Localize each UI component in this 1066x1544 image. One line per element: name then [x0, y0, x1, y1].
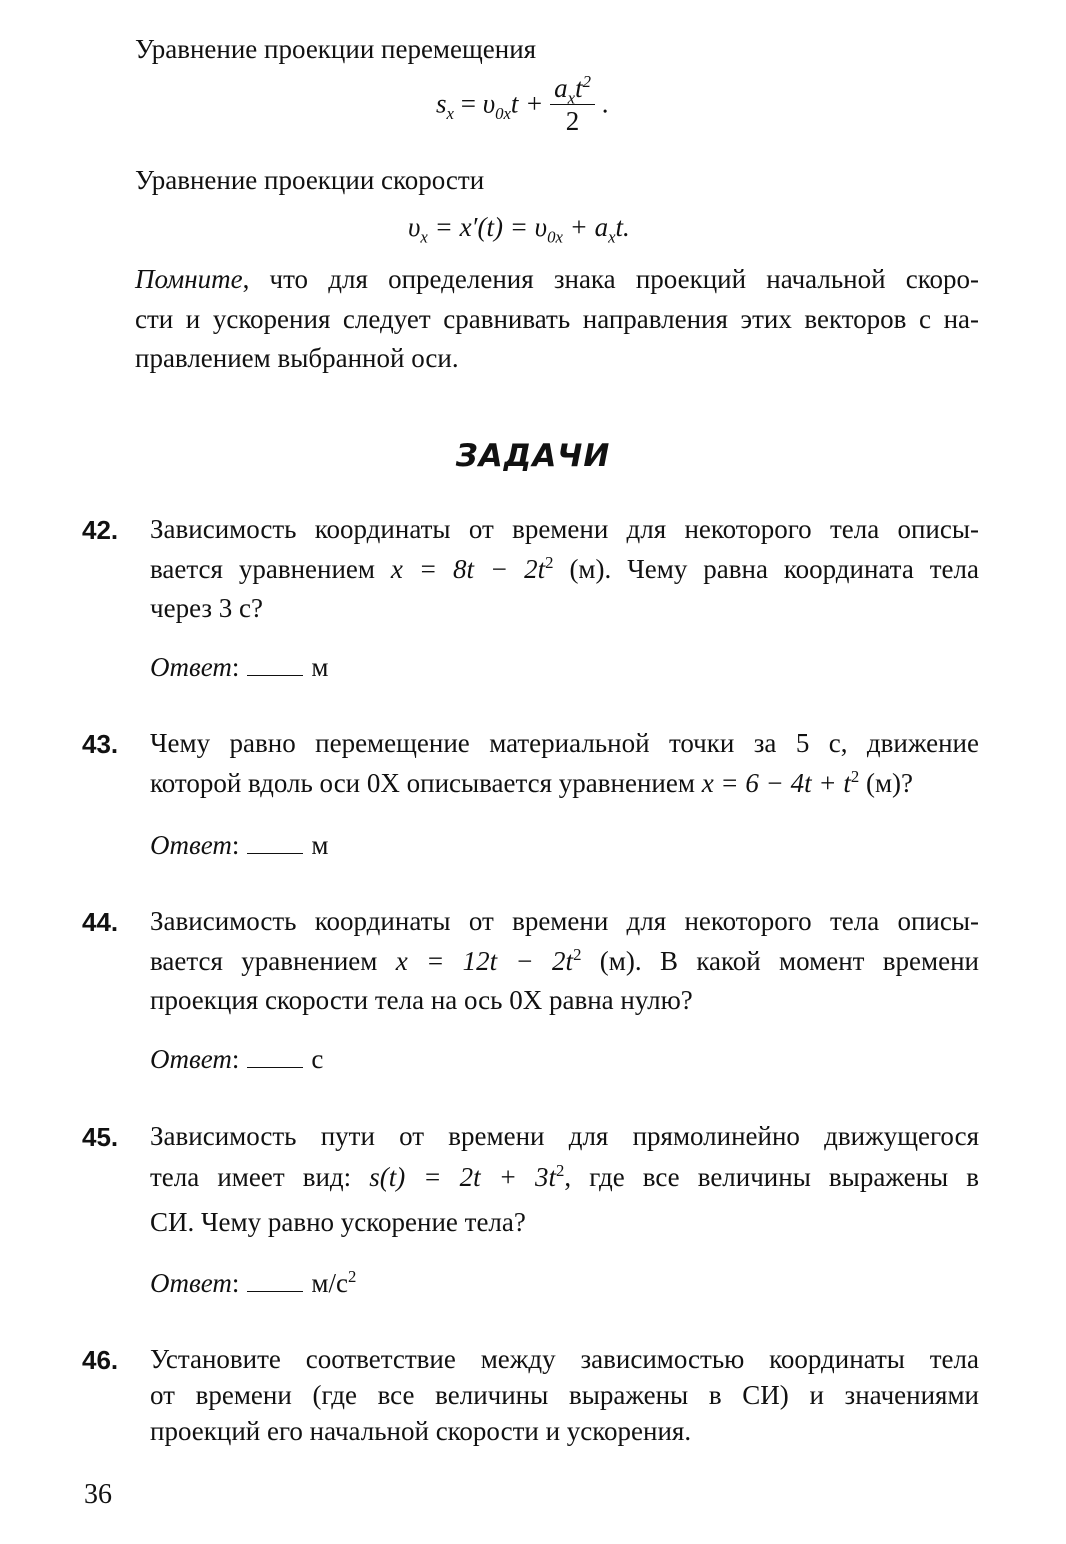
problem-number: 42.	[82, 515, 119, 545]
answer-42: Ответ:м	[150, 652, 329, 682]
problem-46-line-1: Установите соответствие между зависимост…	[150, 1344, 979, 1374]
remember-line-2: сти и ускорения следует сравнивать напра…	[135, 304, 979, 334]
problem-43-line-2: которой вдоль оси 0X описывается уравнен…	[150, 767, 914, 798]
remember-line-3: правлением выбранной оси.	[135, 343, 459, 373]
problem-44-line-1: Зависимость координаты от времени для не…	[150, 906, 979, 936]
problem-number: 44.	[82, 907, 119, 937]
formula-velocity: υx = x′(t) = υ0x + axt.	[408, 212, 630, 247]
remember-line-1: Помните, что для определения знака проек…	[135, 264, 979, 294]
problem-number: 46.	[82, 1345, 119, 1375]
problem-42-line-1: Зависимость координаты от времени для не…	[150, 514, 979, 544]
problem-number: 45.	[82, 1122, 119, 1152]
answer-blank[interactable]	[247, 1269, 304, 1292]
problem-42-line-3: через 3 с?	[150, 593, 264, 623]
page-number: 36	[84, 1479, 112, 1510]
intro-line-displacement: Уравнение проекции перемещения	[135, 34, 537, 64]
problem-45-line-2: тела имеет вид: s(t) = 2t + 3t2, где все…	[150, 1161, 980, 1192]
answer-44: Ответ:с	[150, 1044, 324, 1074]
intro-line-velocity: Уравнение проекции скорости	[135, 165, 485, 195]
answer-blank[interactable]	[247, 831, 304, 854]
problem-43-line-1: Чему равно перемещение материальной точк…	[150, 728, 979, 758]
problem-44-line-3: проекция скорости тела на ось 0X равна н…	[150, 985, 693, 1015]
answer-43: Ответ:м	[150, 830, 329, 860]
answer-blank[interactable]	[247, 1045, 304, 1068]
problem-44-line-2: вается уравнением x = 12t − 2t2 (м). В к…	[150, 945, 979, 976]
answer-45: Ответ:м/с2	[150, 1267, 357, 1298]
answer-blank[interactable]	[247, 653, 304, 676]
problem-46-line-2: от времени (где все величины выражены в …	[150, 1380, 979, 1410]
problem-45-line-3: СИ. Чему равно ускорение тела?	[150, 1207, 526, 1237]
problem-45-line-1: Зависимость пути от времени для прямолин…	[150, 1121, 979, 1151]
problem-42-line-2: вается уравнением x = 8t − 2t2 (м). Чему…	[150, 553, 979, 584]
problem-number: 43.	[82, 729, 119, 759]
problem-46-line-3: проекций его начальной скорости и ускоре…	[150, 1416, 692, 1446]
section-heading: ЗАДАЧИ	[455, 438, 611, 474]
